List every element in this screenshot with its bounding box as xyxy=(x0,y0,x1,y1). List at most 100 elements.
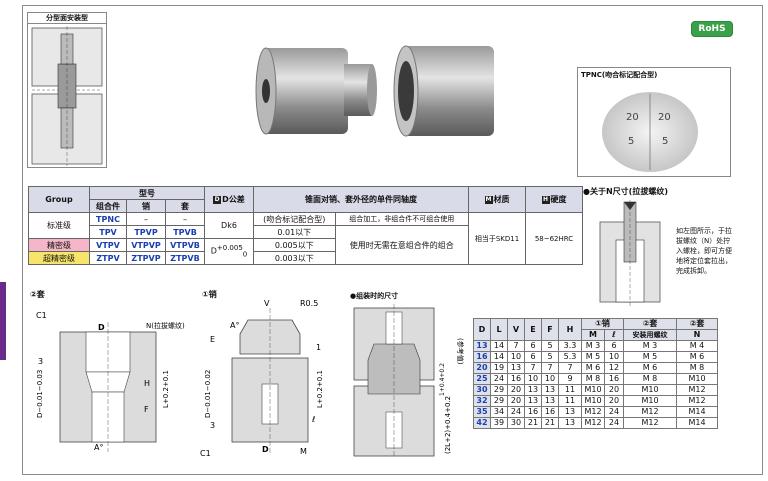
product-photo xyxy=(255,45,494,137)
runout-tpnc: (吻合标记配合型) xyxy=(253,212,336,226)
cell: 10 xyxy=(524,373,542,385)
cell: 5.3 xyxy=(558,351,582,363)
cell: M12 xyxy=(623,417,677,429)
cell: 20 xyxy=(604,384,624,396)
pin-tpnc: – xyxy=(126,212,166,226)
model-ztpv: ZTPV xyxy=(89,251,127,265)
group-header: Group xyxy=(28,186,90,213)
hardness-icon: H xyxy=(541,195,550,204)
dim-sub-ell: ℓ xyxy=(604,329,624,341)
pin-m: M xyxy=(300,447,307,456)
tpnc-marking-drawing: 20 5 20 5 xyxy=(602,92,698,172)
hardness-value: 58~62HRC xyxy=(525,212,583,265)
cell: M12 xyxy=(581,406,605,418)
sleeve-vtpv: VTPVB xyxy=(165,238,205,252)
dim-header-sleeve: ②套 xyxy=(623,318,677,330)
cell: M12 xyxy=(623,406,677,418)
cell: M 6 xyxy=(676,351,718,363)
cell: M12 xyxy=(581,417,605,429)
mark-5-right: 5 xyxy=(662,136,668,147)
hardness-header-label: 硬度 xyxy=(550,195,567,204)
cell: 13 xyxy=(558,417,582,429)
mark-20-left: 20 xyxy=(626,112,639,123)
cell: 16 xyxy=(473,351,491,363)
cell: M 4 xyxy=(676,340,718,352)
cell: M 6 xyxy=(581,362,605,374)
pin-e: E xyxy=(210,335,215,344)
cell: M10 xyxy=(623,384,677,396)
cell: 20 xyxy=(604,395,624,407)
cell: M12 xyxy=(676,384,718,396)
thumbnail-title: 分型面安装型 xyxy=(28,13,106,24)
runout-header: 锥面对销、套外径的单件同轴度 xyxy=(253,186,469,213)
cell: M10 xyxy=(676,373,718,385)
runout-tpv: 0.01以下 xyxy=(253,225,336,239)
tpnc-note: 组合加工，非组合件不可组合使用 xyxy=(334,212,470,226)
tol-d-precision: D+0.0050 xyxy=(204,238,254,265)
dim-header-e: E xyxy=(524,318,542,341)
cell: M 3 xyxy=(581,340,605,352)
cell: 25 xyxy=(473,373,491,385)
tolerance-icon: D xyxy=(213,195,222,204)
model-header: 型号 xyxy=(89,186,205,200)
cell: M14 xyxy=(676,406,718,418)
cell: M 8 xyxy=(581,373,605,385)
thumbnail-drawing xyxy=(31,26,103,166)
cell: M10 xyxy=(581,384,605,396)
pin-3: 3 xyxy=(210,421,215,430)
cell: 29 xyxy=(490,395,508,407)
side-tab xyxy=(0,282,6,360)
cell: 42 xyxy=(473,417,491,429)
dim-header-v: V xyxy=(507,318,525,341)
cell: 11 xyxy=(558,395,582,407)
cell: 13 xyxy=(507,362,525,374)
tolerance-header-label: D公差 xyxy=(222,195,245,204)
cell: 5 xyxy=(541,351,559,363)
cell: 12 xyxy=(604,362,624,374)
sleeve-angle: A° xyxy=(94,443,103,452)
cell: 13 xyxy=(541,384,559,396)
cell: 7 xyxy=(558,362,582,374)
sleeve-d-tol: D−0.01−0.03 xyxy=(36,370,44,418)
cell: 6 xyxy=(524,351,542,363)
sleeve-drawing: C1 D N(拉拔螺纹) 3 D−0.01−0.03 H F L+0.2+0.1… xyxy=(36,311,185,452)
tpnc-inset-title: TPNC(吻合标记配合型) xyxy=(581,71,658,79)
dim-sub-m: M xyxy=(581,329,605,341)
group-standard: 标准级 xyxy=(28,212,90,239)
group-ultra-precision: 超精密级 xyxy=(28,251,90,265)
cell: M 5 xyxy=(623,351,677,363)
cell: 16 xyxy=(507,373,525,385)
cell: 16 xyxy=(604,373,624,385)
cell: 13 xyxy=(473,340,491,352)
n-note-text: 如左图所示，于拉拔螺纹（N）处拧入螺栓，即可方便地将定位套拉出，完成拆卸。 xyxy=(676,227,732,275)
cell: 20 xyxy=(473,362,491,374)
cell: 9 xyxy=(558,373,582,385)
cell: 10 xyxy=(541,373,559,385)
pin-drawing: V R0.5 A° E 1 D−0.01−0.02 L+0.2+0.1 ℓ 3 … xyxy=(200,299,324,458)
tpnc-inset: TPNC(吻合标记配合型) 20 5 20 5 xyxy=(577,67,731,177)
cell: M10 xyxy=(581,395,605,407)
cell: 13 xyxy=(524,384,542,396)
pin-c1: C1 xyxy=(200,449,211,458)
pin-v: V xyxy=(264,299,270,308)
dim-sub-n: N xyxy=(676,329,718,341)
assembly-title: ●组装时的尺寸 xyxy=(350,292,399,300)
sleeve-ztpv: ZTPVB xyxy=(165,251,205,265)
cell: 24 xyxy=(604,406,624,418)
sleeve-h: H xyxy=(144,379,150,388)
tol-zero: 0 xyxy=(242,250,248,259)
group-precision: 精密级 xyxy=(28,238,90,252)
cell: 14 xyxy=(490,340,508,352)
n-note-heading: ●关于N尺寸(拉拔螺纹) xyxy=(583,187,668,196)
cell: 24 xyxy=(490,373,508,385)
cell: M 6 xyxy=(623,362,677,374)
